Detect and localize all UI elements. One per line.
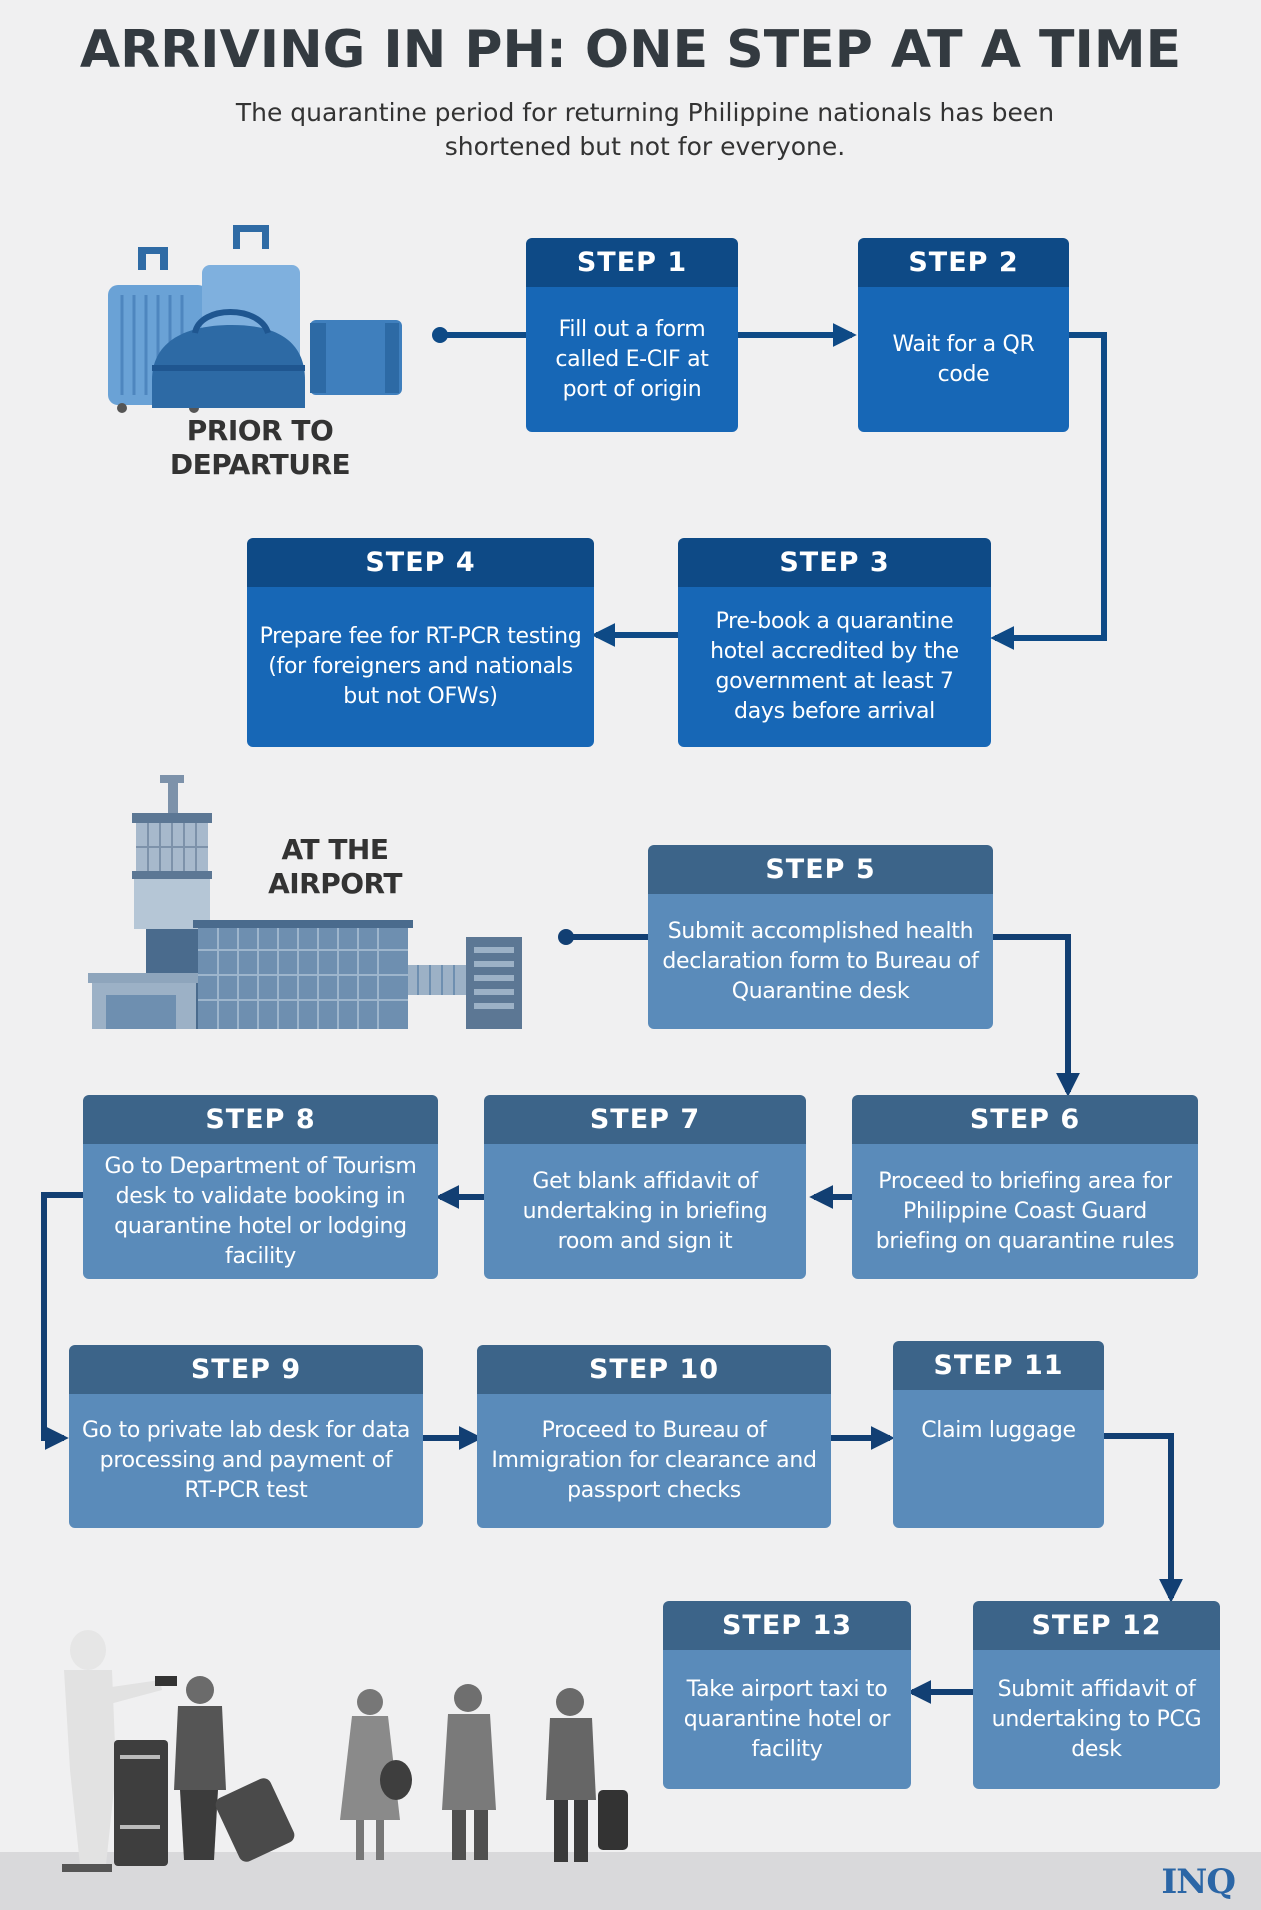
step-description: Pre-book a quarantine hotel accredited b… [678,587,991,747]
queue-people-icon [62,1630,628,1872]
step-label: STEP 9 [69,1345,423,1394]
step-label: STEP 11 [893,1341,1104,1390]
step-description: Claim luggage [893,1390,1104,1528]
step-label: STEP 4 [247,538,594,587]
page-subtitle: The quarantine period for returning Phil… [235,98,1055,161]
step-description: Submit affidavit of undertaking to PCG d… [973,1650,1220,1789]
step-description: Proceed to Bureau of Immigration for cle… [477,1394,831,1528]
floor-band [0,1852,1261,1910]
step-label: STEP 6 [852,1095,1198,1144]
step-description: Submit accomplished health declaration f… [648,894,993,1029]
connector-step8-step9 [41,1192,83,1450]
step-label: STEP 12 [973,1601,1220,1650]
step-description: Prepare fee for RT-PCR testing (for fore… [247,587,594,747]
step-8-card: STEP 8 Go to Department of Tourism desk … [83,1095,438,1279]
step-description: Take airport taxi to quarantine hotel or… [663,1650,911,1789]
step-label: STEP 13 [663,1601,911,1650]
step-label: STEP 1 [526,238,738,287]
step-4-card: STEP 4 Prepare fee for RT-PCR testing (f… [247,538,594,747]
connector-step5-step6 [993,934,1080,1097]
step-6-card: STEP 6 Proceed to briefing area for Phil… [852,1095,1198,1279]
step-7-card: STEP 7 Get blank affidavit of undertakin… [484,1095,806,1279]
step-1-card: STEP 1 Fill out a form called E-CIF at p… [526,238,738,432]
step-12-card: STEP 12 Submit affidavit of undertaking … [973,1601,1220,1789]
section-label-airport: AT THE AIRPORT [268,833,402,900]
step-9-card: STEP 9 Go to private lab desk for data p… [69,1345,423,1528]
step-label: STEP 8 [83,1095,438,1144]
step-13-card: STEP 13 Take airport taxi to quarantine … [663,1601,911,1789]
step-description: Get blank affidavit of undertaking in br… [484,1144,806,1279]
airport-tower-icon [88,775,522,1029]
section-label-departure: PRIOR TO DEPARTURE [169,414,351,481]
page-title: ARRIVING IN PH: ONE STEP AT A TIME [79,20,1182,80]
step-description: Proceed to briefing area for Philippine … [852,1144,1198,1279]
luggage-icon [108,225,402,413]
step-description: Go to private lab desk for data processi… [69,1394,423,1528]
brand-logo: INQ [1161,1862,1236,1902]
step-10-card: STEP 10 Proceed to Bureau of Immigration… [477,1345,831,1528]
step-label: STEP 5 [648,845,993,894]
step-label: STEP 7 [484,1095,806,1144]
step-description: Wait for a QR code [858,287,1069,432]
step-2-card: STEP 2 Wait for a QR code [858,238,1069,432]
step-11-card: STEP 11 Claim luggage [893,1341,1104,1528]
step-5-card: STEP 5 Submit accomplished health declar… [648,845,993,1029]
step-label: STEP 2 [858,238,1069,287]
step-label: STEP 10 [477,1345,831,1394]
step-description: Go to Department of Tourism desk to vali… [83,1144,438,1279]
connector-step11-step12 [1104,1433,1183,1603]
connector-step2-step3 [990,332,1107,650]
step-3-card: STEP 3 Pre-book a quarantine hotel accre… [678,538,991,747]
step-label: STEP 3 [678,538,991,587]
step-description: Fill out a form called E-CIF at port of … [526,287,738,432]
